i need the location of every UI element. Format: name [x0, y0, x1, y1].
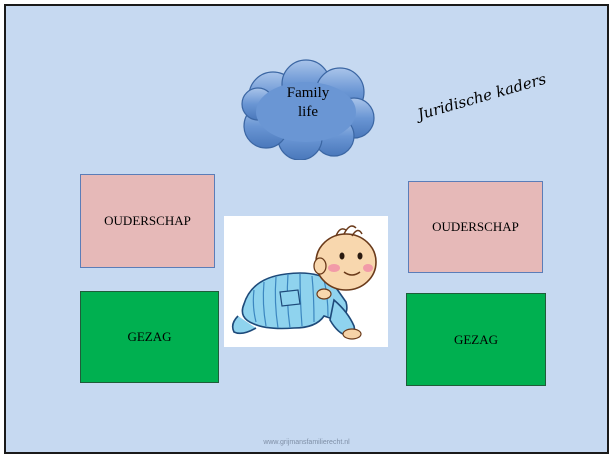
ouderschap-box-right: OUDERSCHAP: [408, 181, 543, 273]
cloud-icon: [241, 59, 375, 160]
baby-image: [224, 216, 388, 347]
slide: Family life Juridische kaders OUDERSCHAP…: [4, 4, 609, 454]
footer-url: www.grijmansfamilierecht.nl: [263, 439, 350, 446]
cloud-line-2: life: [298, 104, 318, 120]
crawling-baby-icon: [231, 225, 377, 340]
cloud-line-1: Family: [286, 85, 330, 101]
ouderschap-box-left: OUDERSCHAP: [80, 174, 215, 268]
juridische-kaders-label: Juridische kaders: [415, 69, 549, 124]
family-life-cloud: Family life: [238, 58, 378, 160]
gezag-box-left: GEZAG: [80, 291, 219, 383]
gezag-box-right: GEZAG: [406, 293, 546, 386]
family-life-text: Family life: [238, 84, 378, 122]
